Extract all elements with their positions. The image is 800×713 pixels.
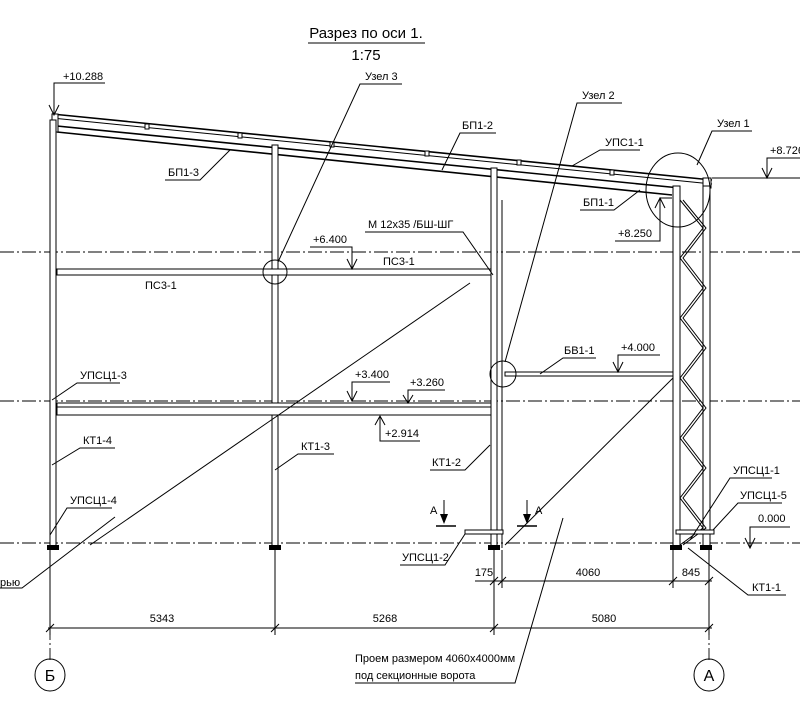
axis-bubble-a: А — [693, 658, 725, 692]
roof-beams — [51, 113, 713, 196]
node-label: Узел 2 — [582, 90, 615, 102]
elevation-text: +8.726 — [770, 145, 800, 157]
member-label: БП1-2 — [462, 120, 493, 132]
elevation-10288: +10.288 — [48, 71, 105, 117]
elevation-3400: +3.400 — [346, 369, 390, 403]
elevation-0000: 0.000 — [744, 513, 790, 550]
elevation-text: +3.260 — [410, 377, 444, 389]
label-upsc1-5: УПСЦ1-5 — [712, 490, 787, 531]
truss-bracing — [679, 199, 704, 546]
leader-cut — [0, 516, 116, 589]
dimension-line-main: 5343 5268 5080 — [45, 550, 714, 635]
member-label: КТ1-3 — [301, 441, 330, 453]
label-node1: Узел 1 — [696, 118, 752, 166]
section-marker-a-right: А — [517, 500, 543, 527]
label-bv1-1: БВ1-1 — [539, 345, 596, 375]
member-label: КТ1-2 — [432, 457, 461, 469]
elevation-3260: +3.260 — [402, 377, 445, 404]
elevation-text: +4.000 — [621, 342, 655, 354]
drawing-title: Разрез по оси 1. — [309, 25, 423, 42]
axis-label: Б — [45, 668, 56, 685]
member-label: БП1-1 — [583, 197, 614, 209]
dimension-845: 845 — [682, 567, 700, 579]
label-kt1-2: КТ1-2 — [430, 444, 491, 471]
member-label: КТ1-4 — [83, 435, 112, 447]
label-node2: Узел 2 — [504, 90, 622, 363]
member-label: УПСЦ1-2 — [402, 552, 449, 564]
section-marker-a-left: А — [430, 500, 456, 527]
elevation-6400: +6.400 — [310, 234, 358, 271]
label-upsc1-4: УПСЦ1-4 — [49, 495, 117, 536]
label-kt1-3: КТ1-3 — [274, 441, 334, 471]
dimension-5343: 5343 — [150, 613, 174, 625]
label-upsc1-1: УПСЦ1-1 — [689, 465, 780, 541]
beam-ps3-1 — [56, 268, 492, 276]
label-bp1-1: БП1-1 — [580, 189, 641, 211]
section-label: А — [430, 505, 438, 517]
drawing-scale: 1:75 — [351, 47, 380, 64]
label-kt1-4: КТ1-4 — [51, 435, 115, 466]
dimension-line-opening: 175 4060 845 — [475, 550, 714, 588]
node2-circle — [489, 360, 517, 388]
node1-circle — [645, 152, 711, 228]
dimension-5080: 5080 — [592, 613, 616, 625]
elevation-8250: +8.250 — [615, 196, 672, 242]
node-label: Узел 1 — [717, 118, 750, 130]
opening-note: Проем размером 4060х4000мм под секционны… — [355, 517, 564, 684]
dimension-5268: 5268 — [373, 613, 397, 625]
elevation-text: 0.000 — [758, 513, 786, 525]
label-bp1-2: БП1-2 — [441, 120, 496, 171]
elevation-8726: +8.726 — [712, 145, 800, 180]
label-bolt: М 12х35 /БШ-ШГ — [365, 219, 494, 276]
node3-circle — [262, 259, 288, 285]
section-label: А — [535, 505, 543, 517]
diagonal-line — [89, 282, 471, 546]
axis-bubble-b: Б — [34, 658, 66, 692]
label-ups1-1: УПС1-1 — [571, 137, 644, 167]
member-label: УПСЦ1-4 — [70, 495, 117, 507]
elevation-text: +10.288 — [63, 71, 103, 83]
plate-upsc1-2 — [464, 529, 504, 535]
member-label: КТ1-1 — [752, 582, 781, 594]
note-line-1: Проем размером 4060х4000мм — [355, 653, 515, 665]
elevation-text: +3.400 — [355, 369, 389, 381]
beam-bv1-1 — [504, 371, 674, 377]
elevation-4000: +4.000 — [612, 342, 660, 374]
columns — [47, 119, 712, 550]
note-line-2: под секционные ворота — [355, 670, 476, 682]
elevation-text: +8.250 — [618, 228, 652, 240]
member-label: БП1-3 — [168, 167, 199, 179]
label-cut: рью — [0, 577, 20, 589]
label-upsc1-3: УПСЦ1-3 — [51, 370, 127, 401]
member-label: УПС1-1 — [605, 137, 644, 149]
member-label: УПСЦ1-5 — [740, 490, 787, 502]
member-label: БВ1-1 — [564, 345, 594, 357]
dimension-175: 175 — [475, 567, 493, 579]
axis-label: А — [704, 668, 715, 685]
elevation-text: +6.400 — [313, 234, 347, 246]
label-upsc1-2: УПСЦ1-2 — [400, 533, 466, 566]
elevation-2914: +2.914 — [374, 414, 420, 442]
label-ps3-1-right: ПС3-1 — [383, 256, 415, 268]
truss-bracing-inner — [682, 199, 707, 546]
beam-lower — [56, 402, 492, 416]
label-bp1-3: БП1-3 — [165, 149, 231, 181]
member-label: М 12х35 /БШ-ШГ — [368, 219, 453, 231]
dimension-4060: 4060 — [576, 567, 600, 579]
member-label: УПСЦ1-1 — [733, 465, 780, 477]
label-node3: Узел 3 — [277, 71, 402, 263]
opening-line — [504, 377, 674, 546]
label-ps3-1-left: ПС3-1 — [145, 280, 177, 292]
node-label: Узел 3 — [365, 71, 398, 83]
label-kt1-1: КТ1-1 — [687, 547, 786, 596]
member-label: УПСЦ1-3 — [80, 370, 127, 382]
elevation-text: +2.914 — [385, 428, 419, 440]
